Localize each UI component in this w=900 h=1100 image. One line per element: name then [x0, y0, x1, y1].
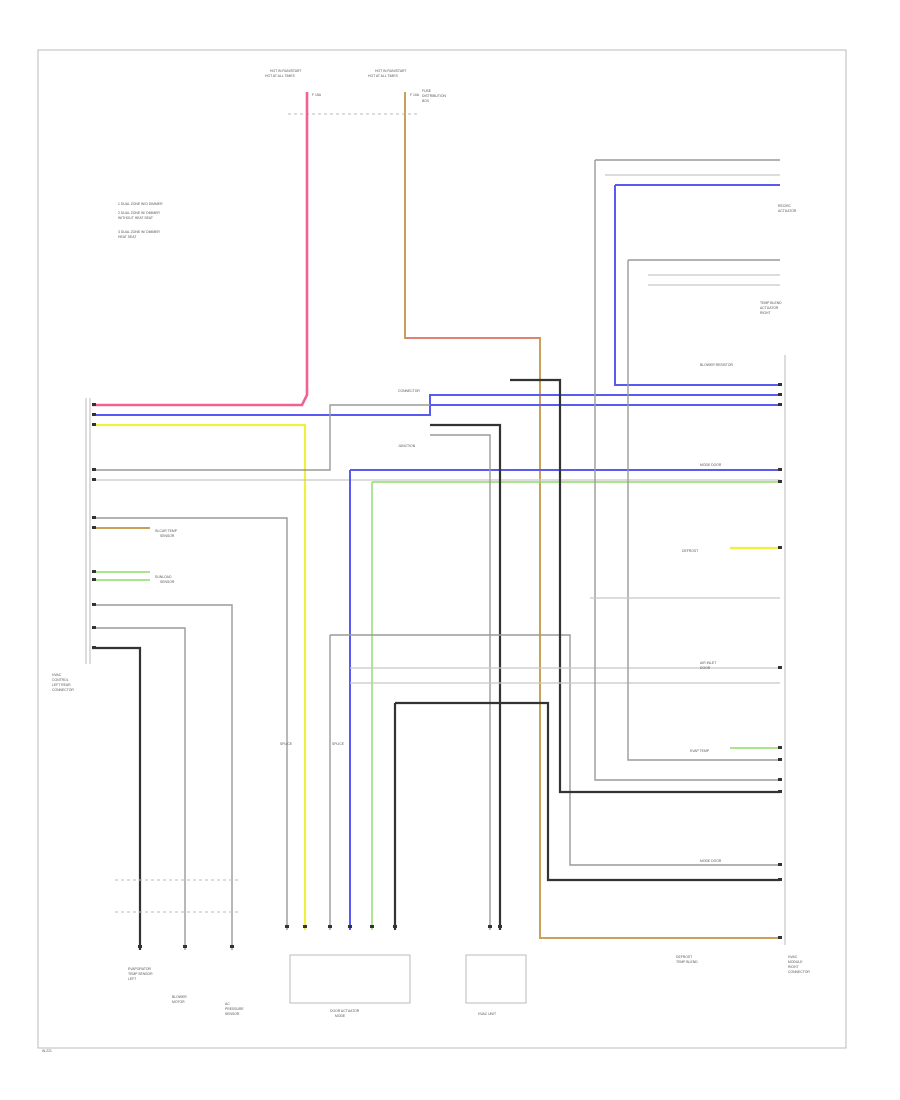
wire-gray-5 — [92, 627, 186, 950]
bottom-pins — [138, 925, 502, 948]
mid-splice-label-2: SPLICE — [332, 742, 345, 746]
right-module-pins — [778, 383, 782, 939]
right-8b-label: MODULE — [788, 960, 803, 964]
left-module-label-2: CONTROL — [52, 678, 69, 682]
bottom-1-label: EVAPORATOR — [128, 967, 152, 971]
sensor-1b-label: SENSOR — [160, 534, 175, 538]
right-1-label: RECIRC — [778, 204, 792, 208]
right-3-label: BLOWER RESISTOR — [700, 363, 733, 367]
sensor-1-label: IN-CAR TEMP — [155, 529, 178, 533]
right-2b-label: ACTUATOR — [760, 306, 779, 310]
wire-dark-mid-1 — [430, 423, 502, 930]
fuse-label-1: F 15A — [312, 93, 322, 97]
bottom-3b-label: PRESSURE — [225, 1007, 244, 1011]
door-actuator-box — [289, 954, 411, 1004]
wire-gray-mid-2 — [330, 634, 780, 866]
wire-dark-mid-2 — [395, 701, 780, 882]
fuse-box-label-3: BOX — [422, 99, 430, 103]
right-6b-label: DOOR — [700, 666, 711, 670]
page-reference: W-221 — [42, 1049, 52, 1053]
bottom-4-label: DOOR ACTUATOR — [330, 1009, 360, 1013]
wire-tan-fused-power — [404, 92, 780, 939]
right-7-label: EVAP TEMP — [690, 749, 710, 753]
top-fuse-label-2b: HOT AT ALL TIMES — [368, 74, 399, 78]
mid-junction-label: JUNCTION — [398, 444, 416, 448]
top-fuse-label-1: HOT IN RUN/START — [270, 69, 301, 73]
mid-connector-label: CONNECTOR — [398, 389, 420, 393]
bottom-3c-label: SENSOR — [225, 1012, 240, 1016]
left-module-label-3: LEFT REAR — [52, 683, 71, 687]
right-4-label: MODE DOOR — [700, 463, 722, 467]
wire-dark-1 — [92, 646, 142, 950]
wire-gray-1 — [92, 404, 430, 471]
diagram-frame — [37, 49, 847, 1049]
wire-tempblend-1 — [627, 260, 780, 761]
note-1: 1 DUAL ZONE W/O DIMMER — [118, 202, 163, 206]
right-2-label: TEMP BLEND — [760, 301, 782, 305]
bottom-4b-label: MODE — [335, 1014, 346, 1018]
right-8d-label: CONNECTOR — [788, 970, 810, 974]
bottom-3-label: AC — [225, 1002, 230, 1006]
right-5-label: DEFROST — [682, 549, 698, 553]
hvac-unit-box — [465, 954, 527, 1004]
bottom-5-label: HVAC UNIT — [478, 1012, 496, 1016]
bottom-right-label-2: TEMP BLEND — [676, 960, 698, 964]
top-fuse-label-1b: HOT AT ALL TIMES — [265, 74, 296, 78]
note-3: 3 DUAL ZONE W/ DIMMER — [118, 230, 160, 234]
left-module-label-1: HVAC — [52, 673, 62, 677]
bottom-2-label: BLOWER — [172, 995, 187, 999]
wire-pink-fused-power — [92, 92, 309, 407]
left-module-pins — [92, 403, 96, 649]
wire-gray-mid-1 — [430, 434, 491, 930]
top-fuse-label-2: HOT IN RUN/START — [375, 69, 406, 73]
wire-yellow — [92, 423, 307, 930]
mid-splice-label-1: SPLICE — [280, 742, 293, 746]
fuse-label-2: F 10A — [410, 93, 420, 97]
right-8c-label: RIGHT — [788, 965, 799, 969]
wire-recirc-1 — [594, 160, 780, 781]
wire-recirc-blue-down — [614, 185, 780, 386]
bottom-2b-label: MOTOR — [172, 1000, 185, 1004]
note-2: 2 DUAL ZONE W/ DIMMER — [118, 211, 160, 215]
wire-gray-4 — [92, 604, 233, 950]
bottom-1b-label: TEMP SENSOR — [128, 972, 153, 976]
wire-dark-right-1 — [510, 378, 780, 794]
fuse-box-label-1: FUSE — [422, 89, 432, 93]
bottom-1c-label: LEFT — [128, 977, 136, 981]
sensor-2-label: SUNLOAD — [155, 575, 172, 579]
sensor-2b-label: SENSOR — [160, 580, 175, 584]
right-2c-label: RIGHT — [760, 311, 771, 315]
note-2b: WITHOUT HEAT SEAT — [118, 216, 153, 220]
left-module-label-4: CONNECTOR — [52, 688, 74, 692]
bottom-right-label-1: DEFROST — [676, 955, 692, 959]
right-6-label: AIR INLET — [700, 661, 716, 665]
right-4-label-b: MODE DOOR — [700, 859, 722, 863]
wire-gray-3 — [92, 517, 288, 930]
right-8-label: HVAC — [788, 955, 798, 959]
note-3b: HEAT SEAT — [118, 235, 136, 239]
fuse-box-label-2: DISTRIBUTION — [422, 94, 446, 98]
right-1b-label: ACTUATOR — [778, 209, 797, 213]
